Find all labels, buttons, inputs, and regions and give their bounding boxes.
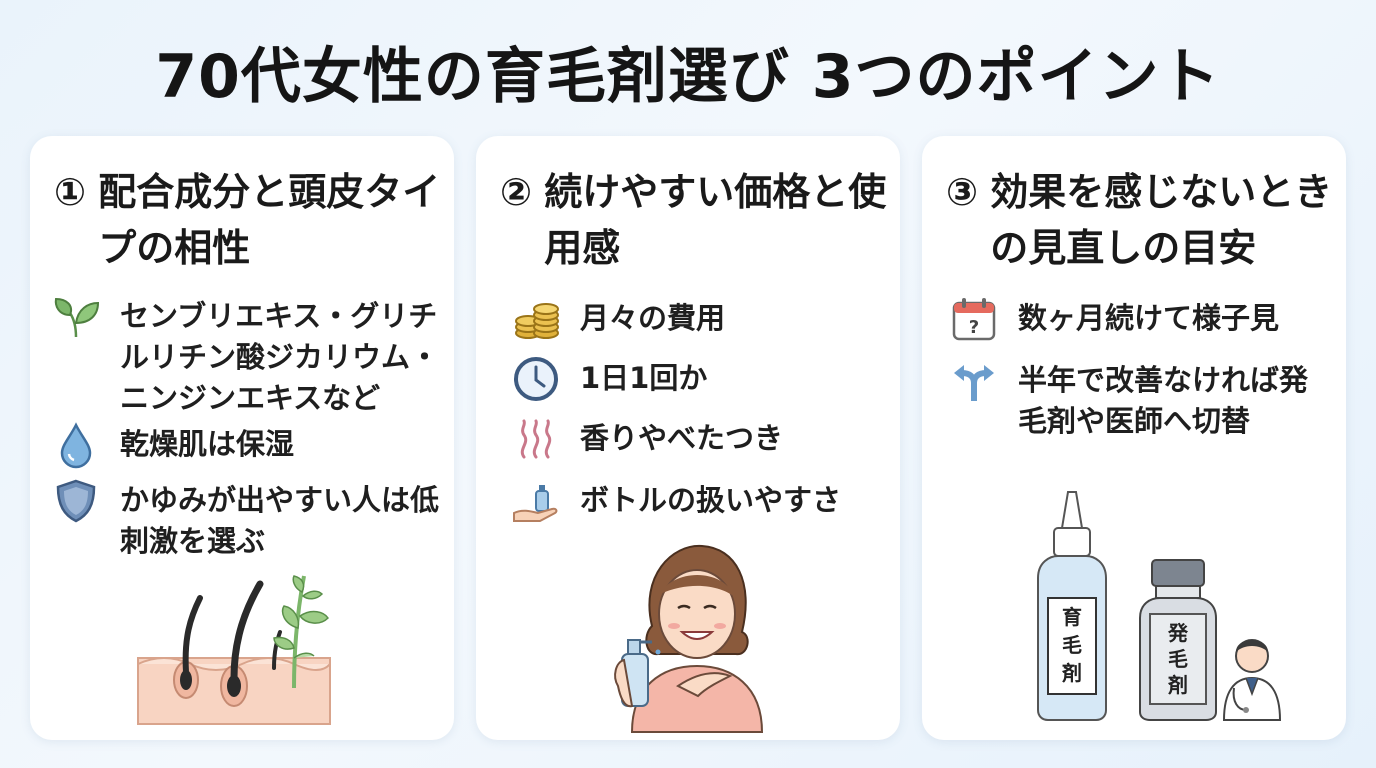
card-title: 効果を感じないときの見直しの目安	[990, 170, 1333, 270]
bottle-label-char: 剤	[1167, 673, 1188, 697]
list-item: 月々の費用	[512, 298, 882, 343]
list-item: かゆみが出やすい人は低刺激を選ぶ	[52, 477, 442, 562]
coins-icon	[512, 295, 560, 343]
shield-icon	[52, 477, 100, 525]
page-title: 70代女性の育毛剤選び 3つのポイント	[155, 42, 1221, 112]
card-heading: ③ 効果を感じないときの見直しの目安	[946, 164, 1336, 276]
list-item: ボトルの扱いやすさ	[512, 480, 882, 525]
list-item: 香りやべたつき	[512, 418, 882, 463]
number-badge: ③	[946, 170, 979, 214]
bottles-doctor-illustration: 育 毛 剤 発 毛 剤	[1037, 491, 1282, 721]
number-badge: ①	[54, 170, 87, 214]
item-text: センブリエキス・グリチルリチン酸ジカリウム・ニンジンエキスなど	[120, 299, 440, 415]
scent-icon	[512, 415, 560, 463]
item-text: かゆみが出やすい人は低刺激を選ぶ	[120, 483, 440, 558]
water-drop-icon	[52, 421, 100, 469]
card-review-guide: ③ 効果を感じないときの見直しの目安 ? 数ヶ月続けて様子見 半年で改善なければ…	[922, 136, 1346, 740]
card-ingredients: ① 配合成分と頭皮タイプの相性 センブリエキス・グリチルリチン酸ジカリウム・ニン…	[30, 136, 454, 740]
card-heading: ① 配合成分と頭皮タイプの相性	[54, 164, 444, 276]
item-text: 半年で改善なければ発毛剤や医師へ切替	[1018, 363, 1309, 438]
list-item: 1日1回か	[512, 355, 882, 403]
card-price-usability: ② 続けやすい価格と使用感 月々の費用 1日1回か 香りやべたつき ボトルの扱い…	[476, 136, 900, 740]
item-text: 1日1回か	[580, 361, 708, 395]
card-title: 配合成分と頭皮タイプの相性	[98, 170, 441, 270]
bottle-label-char: 剤	[1061, 661, 1082, 685]
item-text: 香りやべたつき	[580, 421, 784, 455]
list-item: 半年で改善なければ発毛剤や医師へ切替	[950, 360, 1330, 442]
bottle-label-char: 毛	[1062, 633, 1082, 657]
calendar-question-icon: ?	[950, 295, 998, 343]
woman-illustration	[614, 544, 764, 733]
leaf-icon	[52, 293, 100, 341]
bottle-label-char: 育	[1062, 605, 1082, 629]
item-text: 月々の費用	[580, 301, 726, 335]
svg-text:?: ?	[969, 317, 979, 338]
list-item: センブリエキス・グリチルリチン酸ジカリウム・ニンジンエキスなど	[52, 296, 442, 419]
card-heading: ② 続けやすい価格と使用感	[500, 164, 890, 276]
list-item: ? 数ヶ月続けて様子見	[950, 298, 1330, 343]
bottle-label-char: 発	[1167, 621, 1189, 645]
bottle-label-char: 毛	[1168, 647, 1188, 671]
clock-icon	[512, 355, 560, 403]
hair-follicle-illustration	[137, 575, 331, 725]
split-arrow-icon	[950, 357, 998, 405]
item-text: ボトルの扱いやすさ	[580, 483, 842, 517]
card-title: 続けやすい価格と使用感	[544, 170, 887, 270]
number-badge: ②	[500, 170, 533, 214]
item-text: 数ヶ月続けて様子見	[1018, 301, 1280, 335]
item-text: 乾燥肌は保湿	[120, 427, 295, 461]
list-item: 乾燥肌は保湿	[52, 421, 442, 469]
bottle-hand-icon	[512, 477, 560, 525]
